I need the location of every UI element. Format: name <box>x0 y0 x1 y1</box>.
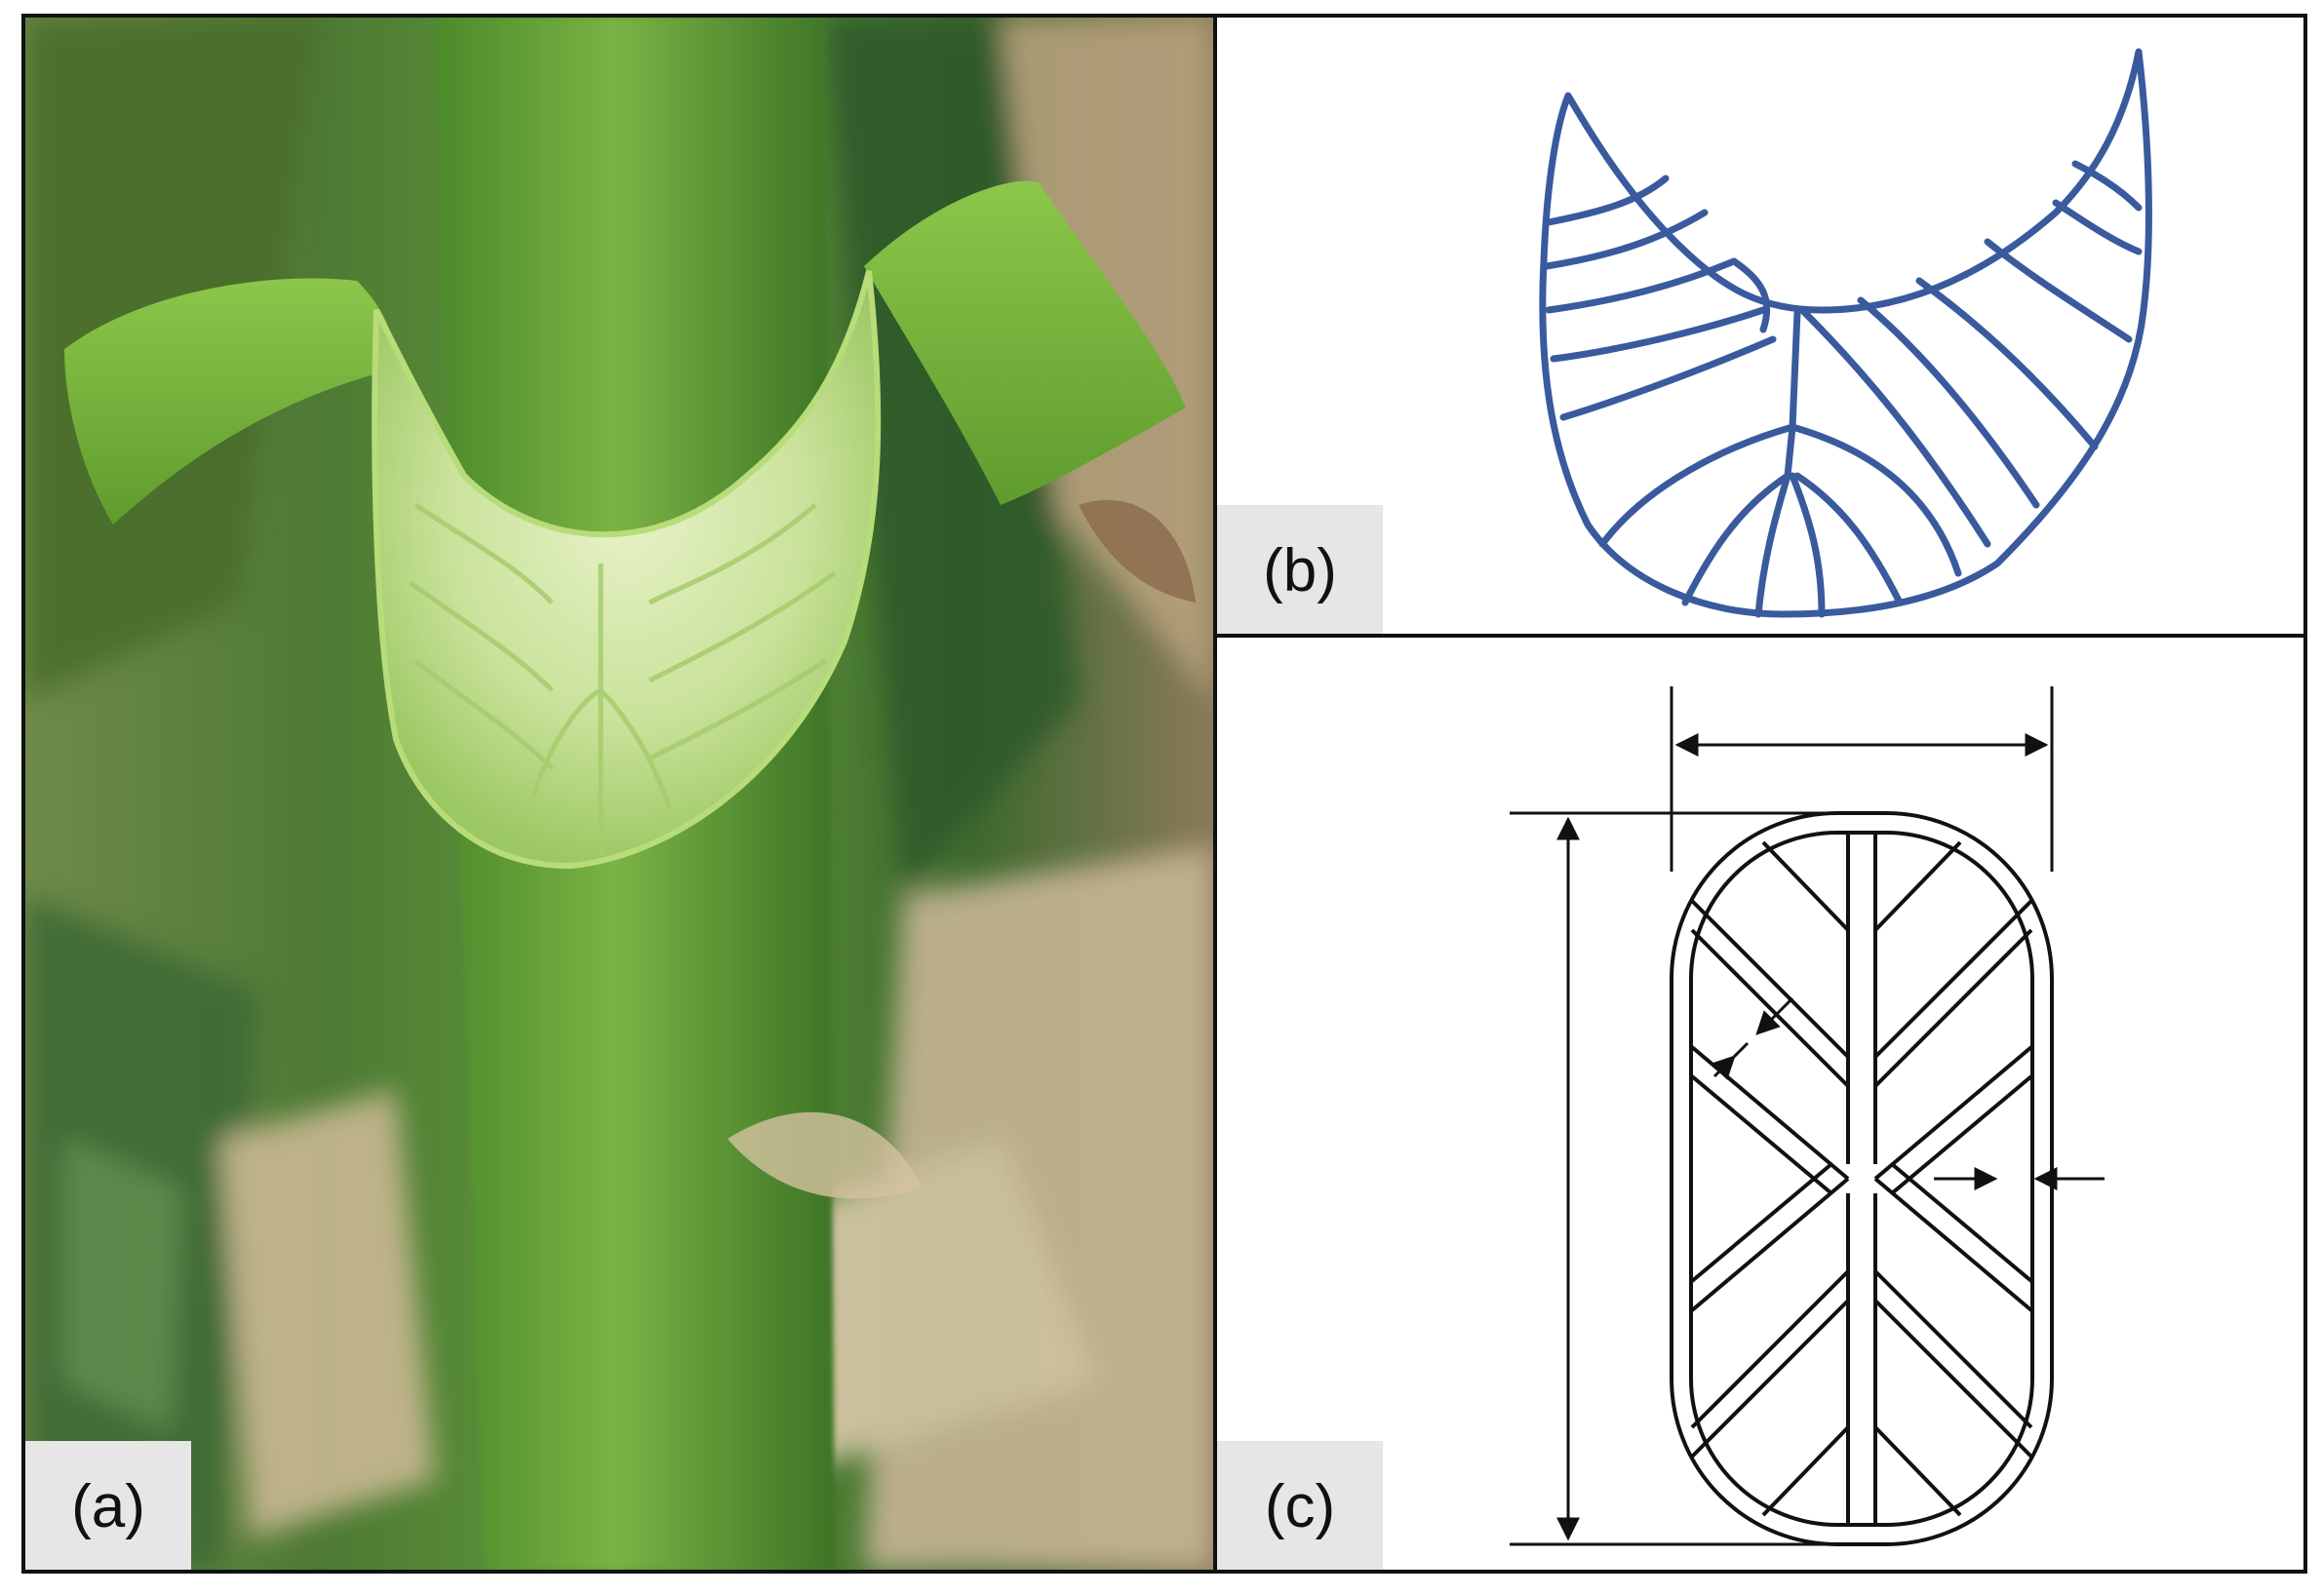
idealized-section-schematic <box>1510 686 2105 1546</box>
panel-c-label: (c) <box>1217 1441 1383 1570</box>
panel-b-label: (b) <box>1217 505 1383 634</box>
photo-illustration <box>25 18 1213 1570</box>
panel-b-sketch: (b) <box>1213 14 2307 638</box>
panel-a-photo: (a) <box>21 14 1217 1574</box>
panel-c-schematic: (c) <box>1213 634 2307 1574</box>
panel-a-label: (a) <box>25 1441 191 1570</box>
cross-section-sketch <box>1539 48 2152 618</box>
